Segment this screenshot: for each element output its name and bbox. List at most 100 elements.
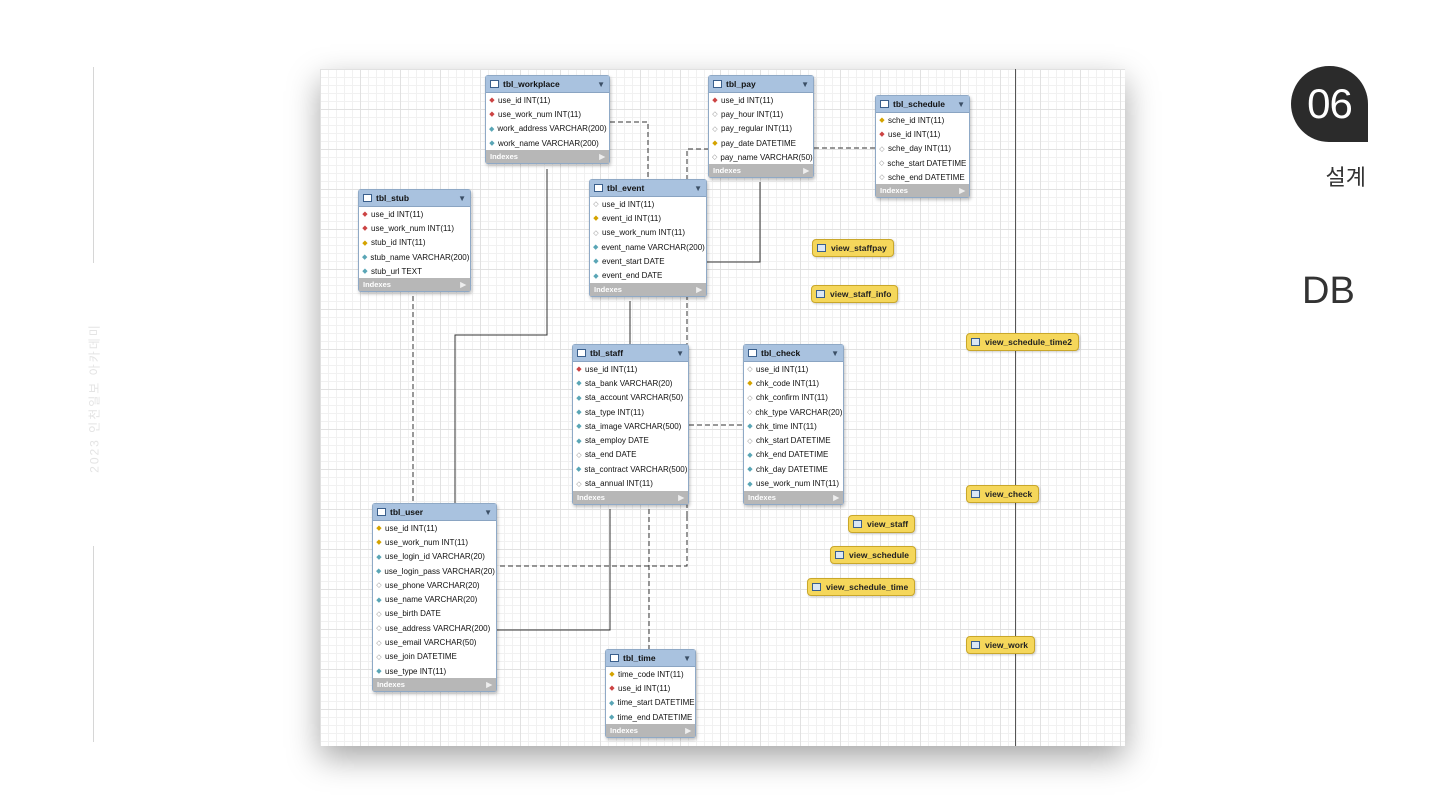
table-name: tbl_event [607, 183, 645, 193]
column-row: ◆sta_employ DATE [573, 433, 688, 447]
view-icon [971, 641, 980, 649]
table-tbl-pay[interactable]: tbl_pay▼ ◆use_id INT(11) ◇pay_hour INT(1… [708, 75, 814, 179]
indexes-bar[interactable]: Indexes▶ [373, 678, 496, 692]
collapse-arrow-icon[interactable]: ▼ [484, 507, 492, 517]
nullable-column-icon: ◇ [747, 394, 753, 402]
column-icon: ◆ [747, 480, 753, 488]
view-view-staffpay[interactable]: view_staffpay [812, 239, 894, 257]
collapse-arrow-icon[interactable]: ▼ [683, 653, 691, 663]
table-header[interactable]: tbl_staff▼ [573, 345, 688, 362]
column-text: use_work_num INT(11) [371, 223, 454, 233]
table-header[interactable]: tbl_stub▼ [359, 190, 470, 207]
column-text: use_login_id VARCHAR(20) [385, 552, 485, 562]
column-text: pay_name VARCHAR(50) [720, 152, 813, 162]
view-view-check[interactable]: view_check [966, 485, 1040, 503]
column-row: ◆stub_name VARCHAR(200) [359, 250, 470, 264]
column-text: sta_annual INT(11) [585, 479, 653, 489]
table-header[interactable]: tbl_check▼ [744, 345, 843, 362]
column-text: work_name VARCHAR(200) [498, 138, 599, 148]
collapse-arrow-icon[interactable]: ▼ [597, 79, 605, 89]
column-row: ◆use_id INT(11) [876, 127, 969, 141]
collapse-arrow-icon[interactable]: ▼ [957, 99, 965, 109]
table-header[interactable]: tbl_user▼ [373, 504, 496, 521]
table-name: tbl_pay [726, 79, 756, 89]
column-row: ◆use_id INT(11) [486, 93, 609, 107]
column-text: pay_hour INT(11) [721, 109, 784, 119]
column-text: use_work_num INT(11) [498, 109, 581, 119]
column-row: ◇sche_end DATETIME [876, 170, 969, 184]
collapse-arrow-icon[interactable]: ▼ [831, 348, 839, 358]
view-view-staff[interactable]: view_staff [848, 515, 916, 533]
column-icon: ◆ [376, 553, 382, 561]
table-header[interactable]: tbl_schedule ▼ [876, 96, 969, 113]
column-text: sta_image VARCHAR(500) [585, 421, 682, 431]
collapse-arrow-icon[interactable]: ▼ [676, 348, 684, 358]
column-row: ◇pay_hour INT(11) [709, 107, 813, 121]
column-text: pay_date DATETIME [721, 138, 796, 148]
column-icon: ◆ [593, 244, 599, 252]
column-text: stub_url TEXT [371, 266, 422, 276]
view-view-staff-info[interactable]: view_staff_info [811, 285, 899, 303]
table-tbl-check[interactable]: tbl_check▼ ◇use_id INT(11) ◆chk_code INT… [743, 344, 844, 505]
column-row: ◆sche_id INT(11) [876, 113, 969, 127]
indexes-bar[interactable]: Indexes▶ [486, 150, 609, 164]
column-text: time_end DATETIME [617, 712, 693, 722]
collapse-arrow-icon[interactable]: ▼ [801, 79, 809, 89]
table-header[interactable]: tbl_workplace▼ [486, 76, 609, 93]
indexes-bar[interactable]: Indexes▶ [359, 278, 470, 292]
view-name: view_check [985, 489, 1033, 499]
table-header[interactable]: tbl_event ▼ [590, 180, 706, 197]
column-text: event_end DATE [602, 271, 663, 281]
primary-key-icon: ◆ [747, 380, 753, 388]
column-row: ◇sta_end DATE [573, 448, 688, 462]
column-row: ◆chk_code INT(11) [744, 376, 843, 390]
column-row: ◇chk_confirm INT(11) [744, 391, 843, 405]
table-tbl-stub[interactable]: tbl_stub▼ ◆use_id INT(11) ◆use_work_num … [358, 189, 471, 293]
table-header[interactable]: tbl_time▼ [606, 650, 695, 667]
view-name: view_staff [867, 519, 909, 529]
table-tbl-staff[interactable]: tbl_staff▼ ◆use_id INT(11) ◆sta_bank VAR… [572, 344, 689, 505]
column-row: ◇use_work_num INT(11) [590, 226, 706, 240]
indexes-bar[interactable]: Indexes▶ [606, 724, 695, 738]
collapse-arrow-icon[interactable]: ▼ [694, 183, 702, 193]
table-tbl-time[interactable]: tbl_time▼ ◆time_code INT(11) ◆use_id INT… [605, 649, 696, 739]
column-text: stub_name VARCHAR(200) [370, 252, 470, 262]
table-tbl-schedule[interactable]: tbl_schedule ▼ ◆sche_id INT(11) ◆use_id I… [875, 95, 970, 199]
column-row: ◆event_name VARCHAR(200) [590, 240, 706, 254]
column-text: time_code INT(11) [618, 669, 684, 679]
view-icon [812, 583, 821, 591]
column-text: chk_day DATETIME [756, 464, 828, 474]
column-text: use_id INT(11) [888, 129, 941, 139]
table-header[interactable]: tbl_pay ▼ [709, 76, 813, 93]
expand-arrow-icon: ▶ [696, 284, 702, 294]
column-text: use_name VARCHAR(20) [385, 595, 478, 605]
indexes-label: Indexes [363, 280, 391, 290]
indexes-bar[interactable]: Indexes▶ [709, 164, 813, 178]
nullable-column-icon: ◇ [747, 409, 753, 417]
table-tbl-event[interactable]: tbl_event▼ ◇use_id INT(11) ◆event_id INT… [589, 179, 707, 297]
view-view-work[interactable]: view_work [966, 636, 1035, 654]
column-icon: ◆ [576, 380, 582, 388]
view-name: view_work [985, 640, 1028, 650]
view-view-schedule[interactable]: view_schedule [830, 546, 917, 564]
nullable-column-icon: ◇ [576, 480, 582, 488]
table-tbl-workplace[interactable]: tbl_workplace▼ ◆use_id INT(11) ◆use_work… [485, 75, 610, 165]
primary-key-icon: ◆ [609, 671, 615, 679]
indexes-bar[interactable]: Indexes▶ [573, 490, 688, 504]
column-row: ◇sche_start DATETIME [876, 156, 969, 170]
indexes-bar[interactable]: Indexes▶ [744, 490, 843, 504]
column-text: stub_id INT(11) [371, 238, 426, 248]
indexes-bar[interactable]: Indexes▶ [590, 282, 706, 296]
side-label: 2023 인천일보 아카데미 [87, 323, 102, 473]
indexes-label: Indexes [610, 726, 638, 736]
column-icon: ◆ [747, 466, 753, 474]
indexes-bar[interactable]: Indexes▶ [876, 184, 969, 198]
view-view-schedule-time[interactable]: view_schedule_time [807, 578, 916, 596]
indexes-label: Indexes [880, 186, 908, 196]
view-view-schedule-time2[interactable]: view_schedule_time2 [966, 333, 1079, 351]
column-text: sche_day INT(11) [888, 144, 951, 154]
collapse-arrow-icon[interactable]: ▼ [458, 193, 466, 203]
table-name: tbl_schedule [893, 99, 945, 109]
column-row: ◇use_id INT(11) [744, 362, 843, 376]
table-tbl-user[interactable]: tbl_user▼ ◆use_id INT(11) ◆use_work_num … [372, 503, 497, 693]
